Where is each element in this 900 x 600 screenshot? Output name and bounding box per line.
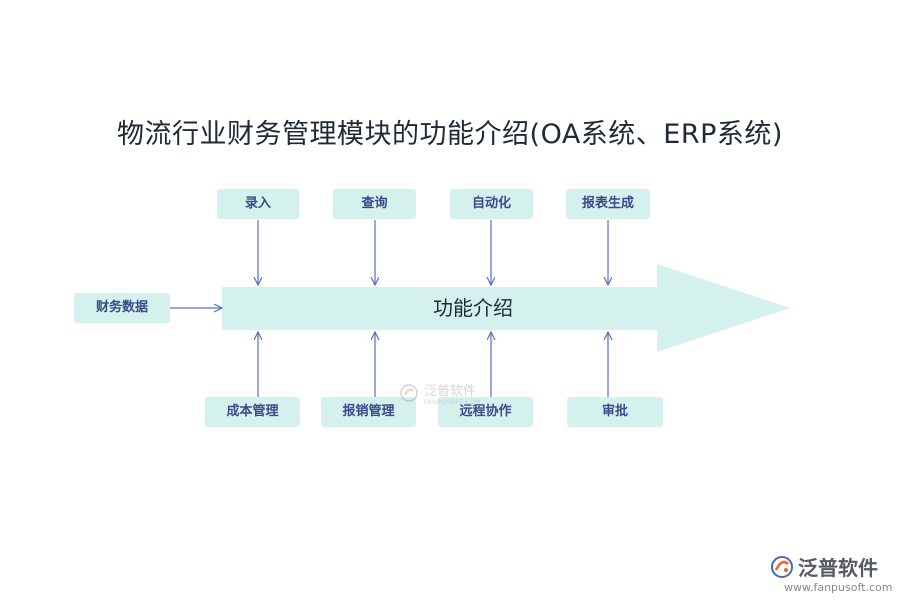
top-node-1: 录入 — [217, 189, 299, 219]
watermark-name: 泛普软件 — [424, 384, 477, 399]
bottom-node-2: 报销管理 — [321, 397, 416, 427]
bottom-node-4: 审批 — [567, 397, 663, 427]
page-title: 物流行业财务管理模块的功能介绍(OA系统、ERP系统) — [117, 119, 783, 150]
brand-name: 泛普软件 — [798, 556, 878, 580]
watermark-sub: FANPUSOFT.COM — [424, 399, 481, 406]
center-label: 功能介绍 — [433, 296, 513, 320]
top-node-4: 报表生成 — [566, 189, 650, 219]
brand-logo: 泛普软件 www.fanpusoft.com — [770, 552, 894, 594]
watermark-logo-icon — [400, 384, 418, 402]
bottom-node-3: 远程协作 — [438, 397, 533, 427]
top-node-3: 自动化 — [450, 189, 533, 219]
brand-logo-icon — [771, 555, 793, 578]
watermark: 泛普软件 FANPUSOFT.COM — [400, 380, 481, 406]
top-node-2: 查询 — [333, 189, 416, 219]
brand-url: www.fanpusoft.com — [784, 581, 893, 594]
bottom-node-1: 成本管理 — [205, 397, 300, 427]
main-arrow — [222, 264, 790, 352]
input-node: 财务数据 — [74, 293, 170, 323]
